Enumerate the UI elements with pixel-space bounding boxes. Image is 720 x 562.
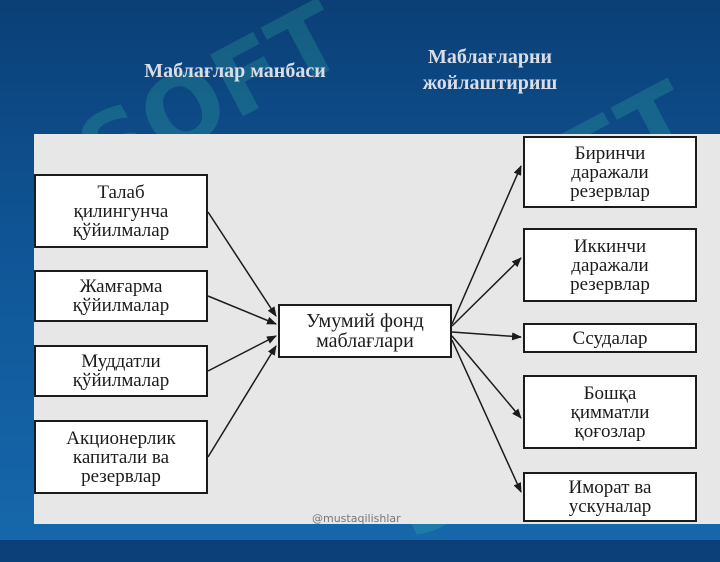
arrow-center-to-securities bbox=[451, 335, 522, 419]
placement-box-buildings-equipment: Иморат ва ускуналар bbox=[523, 472, 697, 522]
source-box-demand-deposits: Талаб қилингунча қўйилмалар bbox=[34, 174, 208, 248]
placement-box-other-securities: Бошқа қимматли қоғозлар bbox=[523, 375, 697, 449]
heading-placement: Маблағларни жойлаштириш bbox=[422, 46, 558, 94]
heading-sources: Маблағлар манбаси bbox=[144, 60, 326, 82]
arrow-capital-to-center bbox=[207, 345, 277, 458]
footer-credit: @mustaqilishlar bbox=[312, 512, 401, 525]
source-box-share-capital: Акционерлик капитали ва резервлар bbox=[34, 420, 208, 494]
center-box-general-fund: Умумий фонд маблағлари bbox=[278, 304, 452, 358]
arrow-center-to-secondary bbox=[451, 257, 522, 327]
placement-box-primary-reserves: Биринчи даражали резервлар bbox=[523, 136, 697, 208]
arrow-center-to-buildings bbox=[451, 339, 522, 493]
arrows-layer bbox=[207, 165, 522, 493]
source-box-savings-deposits: Жамғарма қўйилмалар bbox=[34, 270, 208, 322]
arrow-center-to-loans bbox=[451, 331, 522, 341]
arrow-savings-to-center bbox=[207, 295, 277, 325]
source-box-term-deposits: Муддатли қўйилмалар bbox=[34, 345, 208, 397]
placement-box-loans: Ссудалар bbox=[523, 323, 697, 353]
arrow-term-to-center bbox=[207, 335, 277, 372]
arrow-center-to-primary bbox=[451, 165, 522, 325]
placement-box-secondary-reserves: Иккинчи даражали резервлар bbox=[523, 228, 697, 302]
arrow-demand-to-center bbox=[207, 211, 277, 317]
